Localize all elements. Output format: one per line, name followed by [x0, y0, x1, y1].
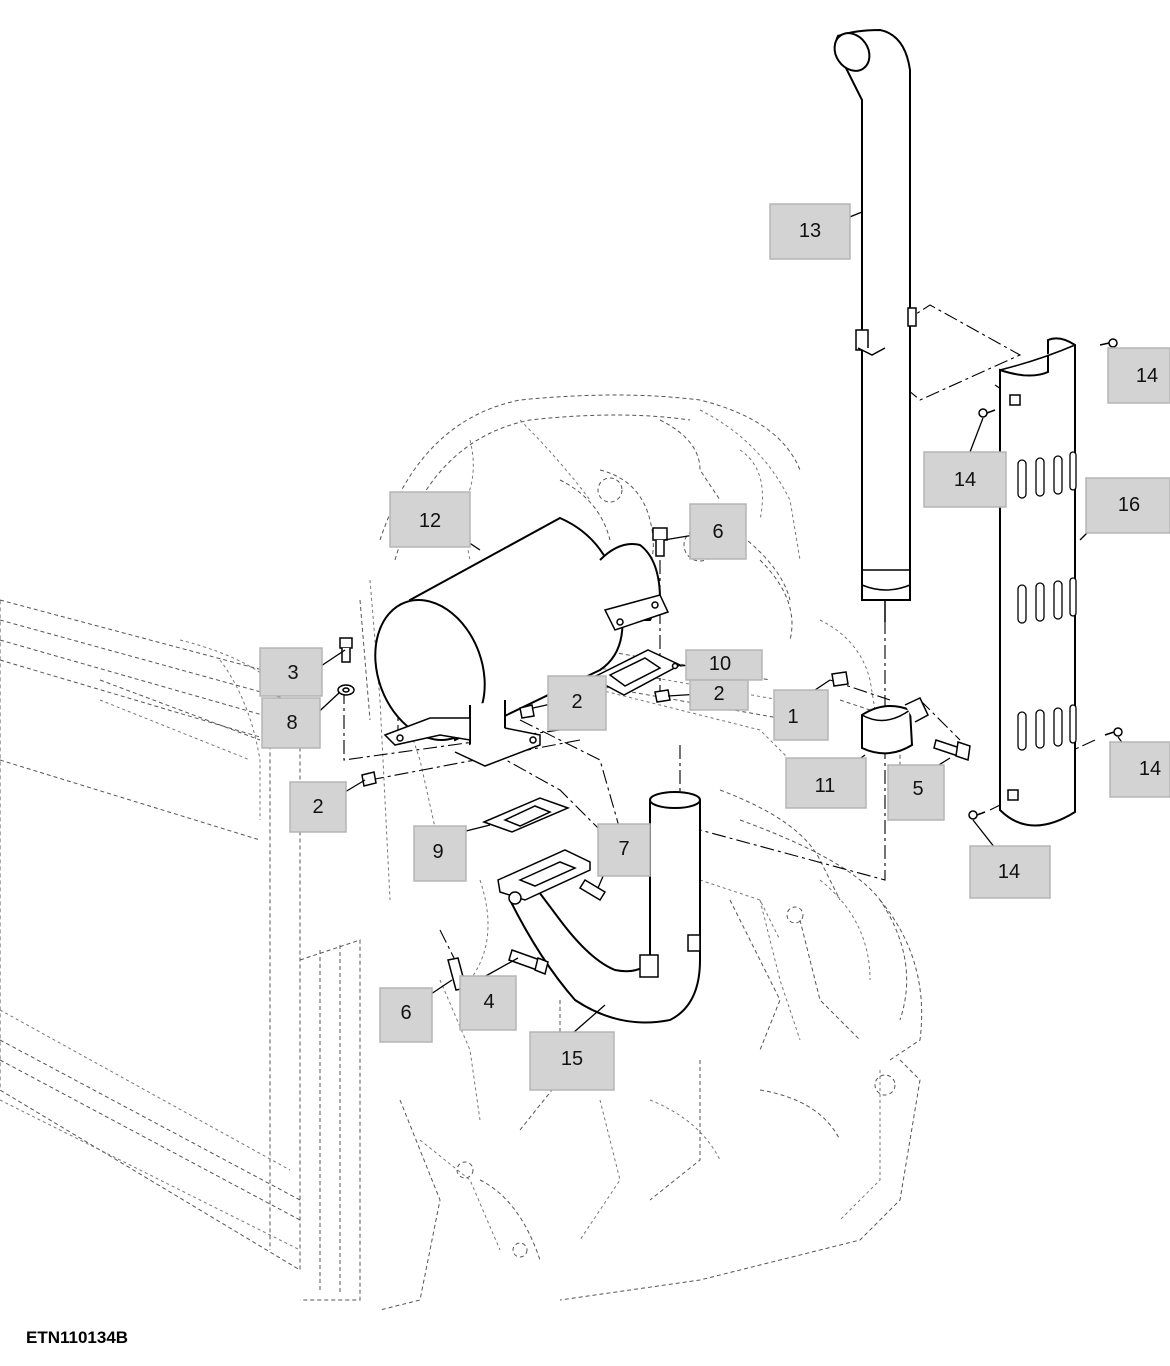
callout-2: 2 [689, 679, 749, 711]
svg-text:4: 4 [483, 991, 494, 1013]
callout-labels: 13 14 14 16 12 6 10 3 [259, 203, 1170, 1091]
callout-3: 3 [259, 647, 323, 697]
figure-id-label: ETN110134B [26, 1328, 129, 1347]
svg-text:16: 16 [1118, 494, 1140, 516]
callout-2: 2 [547, 675, 607, 731]
svg-text:2: 2 [713, 683, 724, 705]
part-10-gasket [590, 649, 682, 696]
part-15-elbow-pipe [497, 791, 701, 1024]
part-11-clamp [861, 697, 929, 755]
svg-text:5: 5 [912, 778, 923, 800]
svg-text:9: 9 [432, 841, 443, 863]
svg-text:11: 11 [815, 775, 836, 797]
callout-15: 15 [529, 1031, 615, 1091]
part-12-muffler [374, 516, 670, 767]
svg-text:14: 14 [998, 861, 1020, 883]
part-13-exhaust-stack [833, 28, 917, 622]
callout-1: 1 [773, 689, 829, 741]
svg-text:3: 3 [287, 662, 298, 684]
callout-9: 9 [413, 825, 467, 882]
part-9-gasket [481, 797, 571, 833]
callout-14: 14 [923, 451, 1007, 508]
callout-10: 10 [685, 649, 763, 681]
callout-14: 14 [1107, 347, 1170, 404]
callout-11: 11 [785, 757, 867, 809]
callout-2: 2 [289, 781, 347, 833]
callout-16: 16 [1085, 477, 1170, 534]
part-14-screws [968, 338, 1123, 820]
svg-text:10: 10 [709, 653, 731, 675]
callout-14: 14 [1109, 741, 1170, 798]
callout-5: 5 [887, 764, 945, 821]
svg-text:14: 14 [1139, 758, 1161, 780]
svg-text:14: 14 [1136, 365, 1158, 387]
heat-shield-slots [1017, 451, 1077, 751]
callout-7: 7 [597, 823, 651, 877]
svg-text:14: 14 [954, 469, 976, 491]
svg-text:15: 15 [561, 1048, 583, 1070]
svg-text:6: 6 [400, 1002, 411, 1024]
svg-text:8: 8 [286, 712, 297, 734]
svg-text:13: 13 [799, 220, 821, 242]
callout-6: 6 [689, 503, 747, 560]
callout-13: 13 [769, 203, 851, 260]
svg-text:2: 2 [571, 691, 582, 713]
svg-text:6: 6 [712, 521, 723, 543]
svg-text:12: 12 [419, 510, 441, 532]
svg-text:7: 7 [618, 838, 629, 860]
radiator-background [0, 599, 361, 1301]
callout-14: 14 [969, 845, 1051, 899]
svg-text:2: 2 [312, 796, 323, 818]
callout-12: 12 [389, 491, 471, 548]
callout-4: 4 [459, 975, 517, 1031]
svg-text:1: 1 [787, 706, 798, 728]
callout-6: 6 [379, 987, 433, 1043]
callout-8: 8 [261, 697, 321, 749]
part-16-heat-shield [999, 337, 1077, 827]
